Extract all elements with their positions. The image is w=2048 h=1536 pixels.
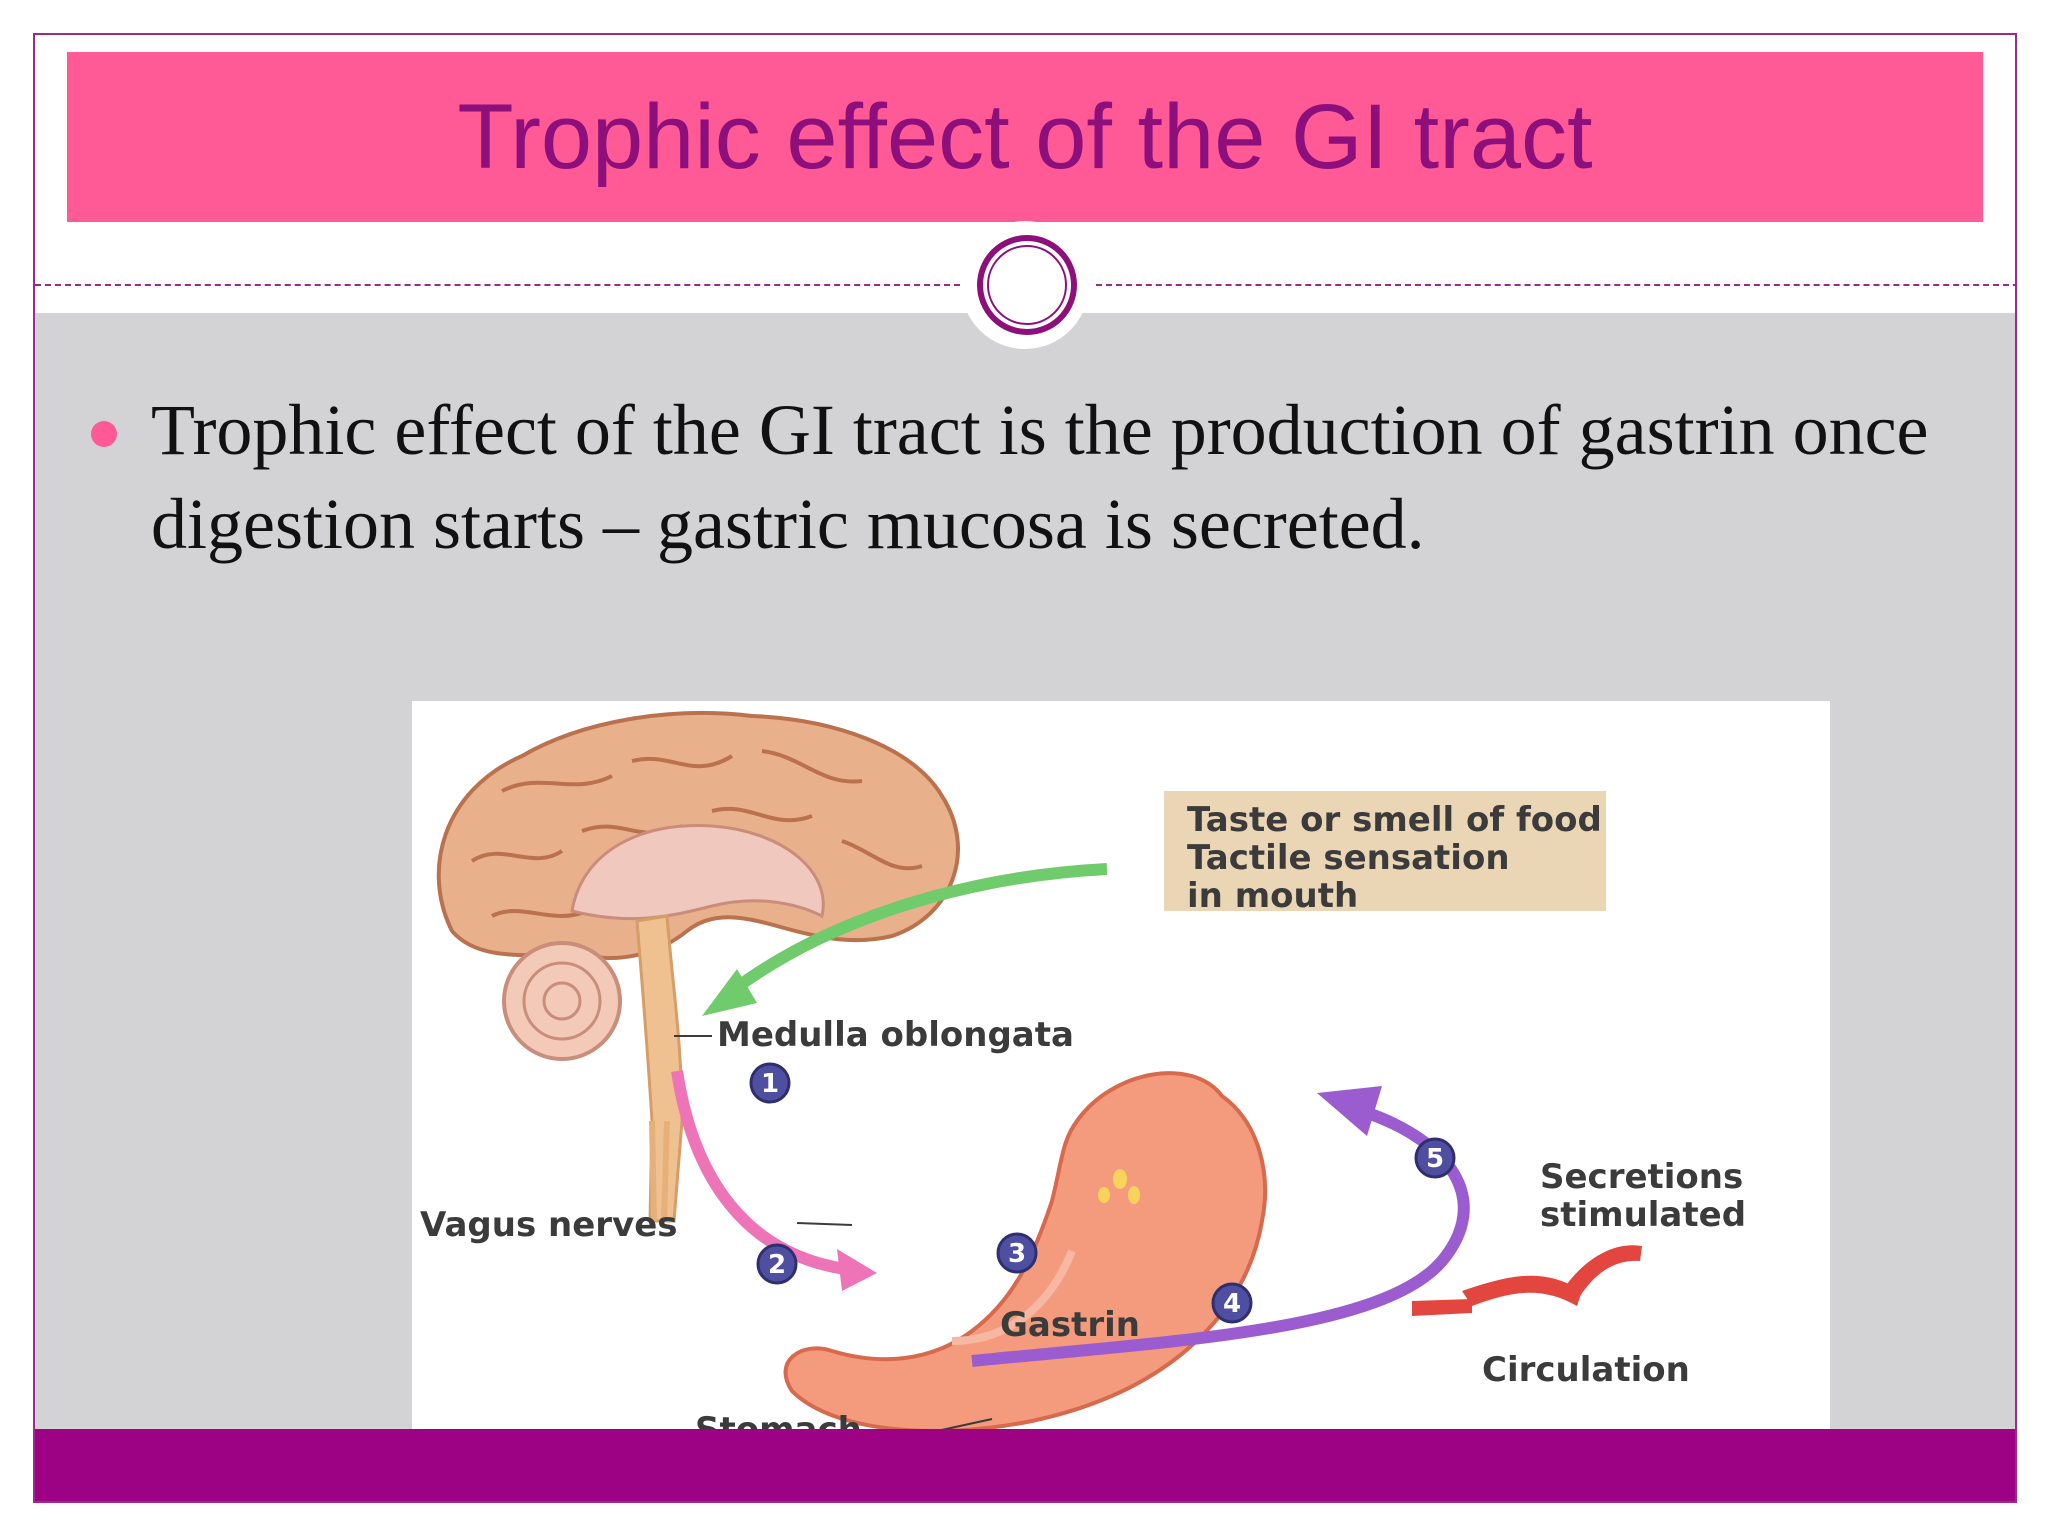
stimulus-line-1: Taste or smell of food [1187, 800, 1602, 840]
title-bar: Trophic effect of the GI tract [67, 52, 1983, 222]
footer-bar [35, 1429, 2015, 1501]
bullet-text: Trophic effect of the GI tract is the pr… [151, 390, 1929, 564]
step-badge-1: 1 [749, 1062, 791, 1104]
step-badge-4: 4 [1211, 1282, 1253, 1324]
vagus-arrow [671, 1070, 863, 1277]
svg-text:5: 5 [1426, 1144, 1444, 1174]
stimulus-box [1164, 791, 1606, 911]
blood-vessel [1462, 1275, 1582, 1306]
svg-text:4: 4 [1223, 1289, 1241, 1319]
content-area: Trophic effect of the GI tract is the pr… [35, 313, 2015, 1463]
slide-frame: Trophic effect of the GI tract Trophic e… [33, 33, 2017, 1503]
slide-title: Trophic effect of the GI tract [457, 85, 1593, 188]
secretions-label-2: stimulated [1540, 1195, 1746, 1235]
circulation-label: Circulation [1482, 1350, 1690, 1390]
stimulus-line-3: in mouth [1187, 876, 1358, 916]
bullet-dot [91, 421, 117, 447]
cerebellum [502, 941, 622, 1061]
svg-text:2: 2 [768, 1250, 786, 1280]
stimulus-arrow [728, 863, 1108, 996]
medulla-label: Medulla oblongata [717, 1015, 1074, 1055]
digestion-diagram: Taste or smell of food Tactile sensation… [412, 701, 1830, 1447]
gastrin-label: Gastrin [1000, 1305, 1140, 1345]
spinal-cord [635, 914, 684, 1223]
step-badge-5: 5 [1414, 1137, 1456, 1179]
vagus-label: Vagus nerves [420, 1205, 678, 1245]
divider-right [1096, 284, 2015, 286]
brain-inner [570, 823, 825, 921]
step-badge-2: 2 [756, 1243, 798, 1285]
svg-text:3: 3 [1008, 1239, 1026, 1269]
divider-circle-ring [977, 235, 1077, 335]
diagram-svg: Taste or smell of food Tactile sensation… [420, 710, 1746, 1447]
svg-text:1: 1 [761, 1069, 779, 1099]
stimulus-line-2: Tactile sensation [1187, 838, 1510, 878]
secretions-label-1: Secretions [1540, 1157, 1743, 1197]
step-badge-3: 3 [996, 1232, 1038, 1274]
divider-left [35, 284, 960, 286]
